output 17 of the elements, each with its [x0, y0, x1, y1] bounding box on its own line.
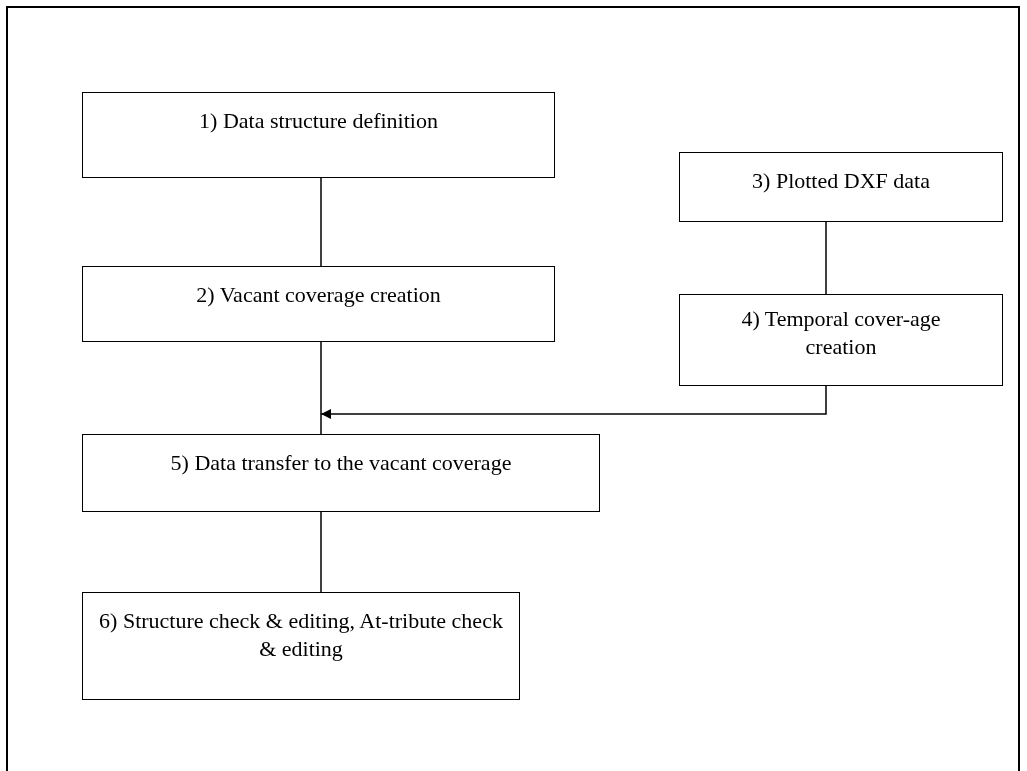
- connector-line: [320, 511, 322, 593]
- connector-line: [320, 177, 322, 267]
- process-box: [82, 592, 520, 700]
- step-label: 4) Temporal cover-age creation: [740, 305, 942, 361]
- arrow: [320, 385, 827, 419]
- connector-line: [825, 221, 827, 295]
- step-label: 2) Vacant coverage creation: [195, 281, 442, 309]
- process-box: [679, 152, 1003, 222]
- step-label: 5) Data transfer to the vacant coverage: [169, 449, 513, 477]
- step-label: 6) Structure check & editing, At-tribute check & editing: [98, 607, 504, 663]
- step-label: 1) Data structure definition: [198, 107, 439, 135]
- process-box: [82, 92, 555, 178]
- step-label: 3) Plotted DXF data: [751, 167, 931, 195]
- process-box: [679, 294, 1003, 386]
- process-box: [82, 434, 600, 512]
- connector-line: [320, 341, 322, 435]
- process-box: [82, 266, 555, 342]
